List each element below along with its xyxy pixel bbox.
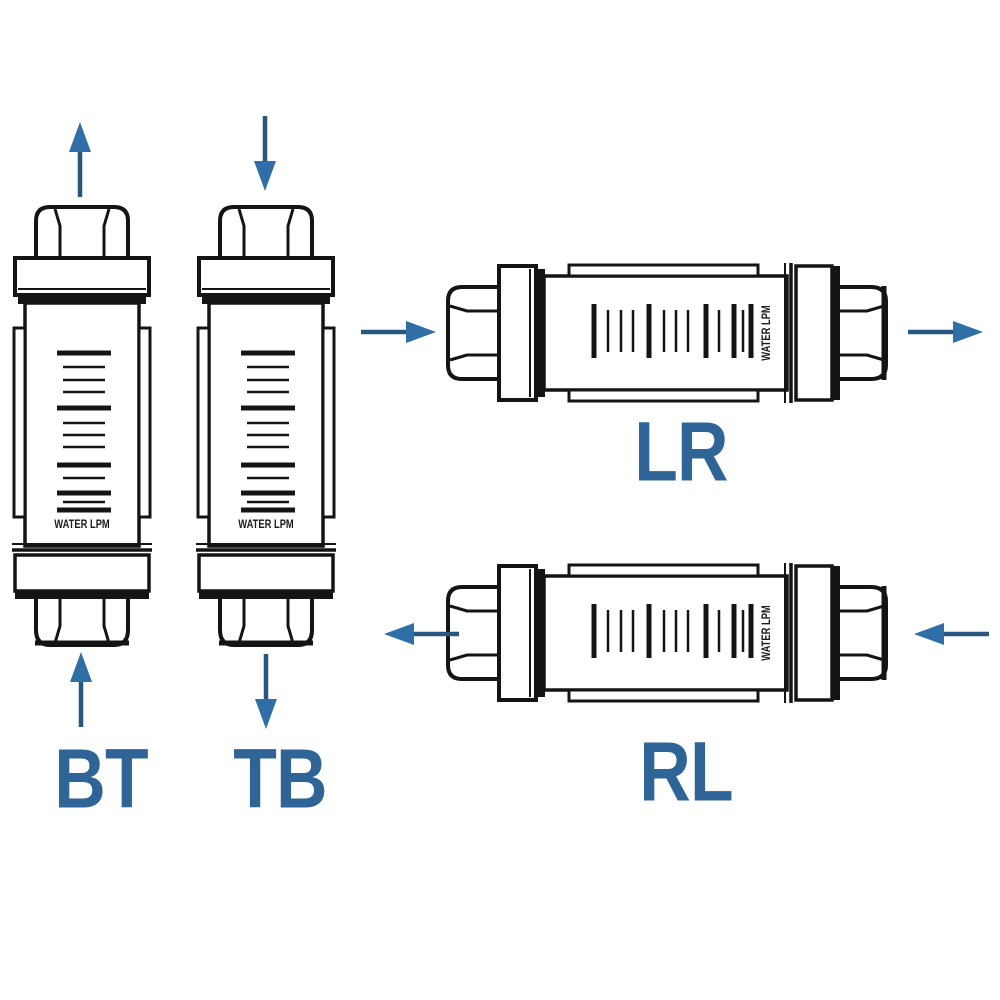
meter-graphic-rl xyxy=(448,563,886,703)
down-arrow-icon-tb-bottom xyxy=(255,654,277,729)
gauge-text-lr: WATER LPM xyxy=(759,305,773,361)
right-arrow-icon-lr-right xyxy=(908,321,983,343)
gauge-text-rl: WATER LPM xyxy=(759,605,773,661)
right-arrow-icon-lr-left xyxy=(361,321,436,343)
meter-graphic-tb xyxy=(196,207,336,645)
meter-graphic-lr xyxy=(448,263,886,403)
orientation-label-rl: RL xyxy=(639,724,733,819)
up-arrow-icon-bt-top xyxy=(69,122,91,197)
down-arrow-icon-tb-top xyxy=(254,116,276,191)
orientation-label-lr: LR xyxy=(634,404,728,499)
gauge-text-tb: WATER LPM xyxy=(238,517,294,531)
orientation-label-bt: BT xyxy=(54,731,148,826)
gauge-text-bt: WATER LPM xyxy=(54,517,110,531)
left-arrow-icon-rl-right xyxy=(914,623,989,645)
orientation-label-tb: TB xyxy=(233,731,327,826)
up-arrow-icon-bt-bottom xyxy=(70,652,92,727)
meter-graphic-bt xyxy=(12,207,152,645)
